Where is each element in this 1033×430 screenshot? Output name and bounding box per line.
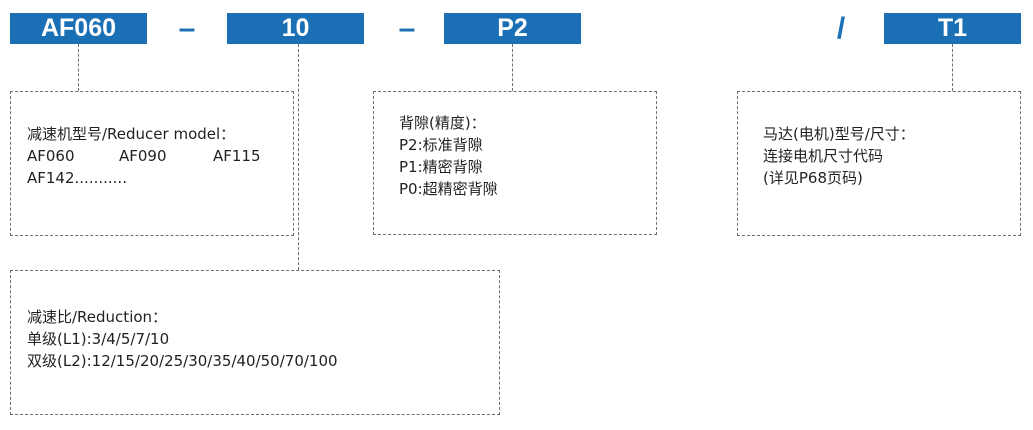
reduction-ratio-box: 减速比/Reduction： 单级(L1):3/4/5/7/10 双级(L2):…	[10, 270, 500, 415]
model-option: AF142...........	[27, 169, 127, 187]
backlash-option: P1:精密背隙	[399, 158, 483, 176]
backlash-title: 背隙(精度)：	[399, 114, 486, 132]
single-stage-ratios: 单级(L1):3/4/5/7/10	[27, 330, 170, 348]
model-code-block: AF060	[10, 13, 147, 44]
motor-code-block: T1	[884, 13, 1021, 44]
backlash-box: 背隙(精度)： P2:标准背隙 P1:精密背隙 P0:超精密背隙	[373, 91, 657, 235]
dash-separator: –	[178, 12, 196, 45]
motor-line: 连接电机尺寸代码	[763, 147, 884, 165]
slash-separator: /	[836, 12, 846, 45]
motor-box: 马达(电机)型号/尺寸： 连接电机尺寸代码 (详见P68页码)	[737, 91, 1021, 236]
model-option: AF115	[213, 147, 261, 165]
dash-separator: –	[398, 12, 416, 45]
motor-connector	[952, 44, 953, 91]
double-stage-ratios: 双级(L2):12/15/20/25/30/35/40/50/70/100	[27, 352, 338, 370]
model-connector	[78, 44, 79, 91]
ratio-connector	[298, 44, 299, 270]
motor-title: 马达(电机)型号/尺寸：	[763, 125, 915, 143]
ratio-code-block: 10	[227, 13, 364, 44]
motor-line: (详见P68页码)	[763, 169, 863, 187]
reducer-model-box: 减速机型号/Reducer model： AF060 AF090 AF115 A…	[10, 91, 294, 236]
backlash-option: P2:标准背隙	[399, 136, 483, 154]
backlash-connector	[512, 44, 513, 91]
backlash-code-block: P2	[444, 13, 581, 44]
backlash-option: P0:超精密背隙	[399, 180, 498, 198]
model-option: AF090	[119, 147, 167, 165]
model-option: AF060	[27, 147, 75, 165]
reducer-model-title: 减速机型号/Reducer model：	[27, 125, 236, 143]
reduction-title: 减速比/Reduction：	[27, 308, 168, 326]
